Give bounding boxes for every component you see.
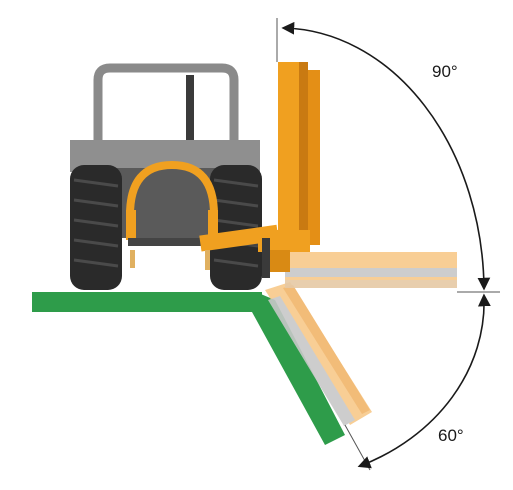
angle-label-60: 60° bbox=[438, 426, 464, 445]
mower-vertical bbox=[258, 62, 320, 278]
ground-flat bbox=[32, 292, 262, 312]
arc-arrow-90 bbox=[281, 21, 491, 291]
left-tyre bbox=[70, 165, 122, 290]
hitch-arch bbox=[126, 160, 218, 216]
tractor bbox=[70, 63, 279, 290]
cab-frame bbox=[93, 63, 239, 150]
arc-arrow-60 bbox=[357, 293, 491, 469]
ground bbox=[32, 292, 345, 445]
ground-slope bbox=[252, 292, 345, 445]
exhaust-pipe bbox=[186, 75, 194, 145]
right-tyre bbox=[210, 165, 262, 290]
mower-deck-vertical bbox=[278, 62, 302, 247]
mower-ghost-slope bbox=[265, 282, 372, 426]
angle-label-90: 90° bbox=[432, 62, 458, 81]
mower-ghost-horizontal bbox=[285, 252, 457, 288]
